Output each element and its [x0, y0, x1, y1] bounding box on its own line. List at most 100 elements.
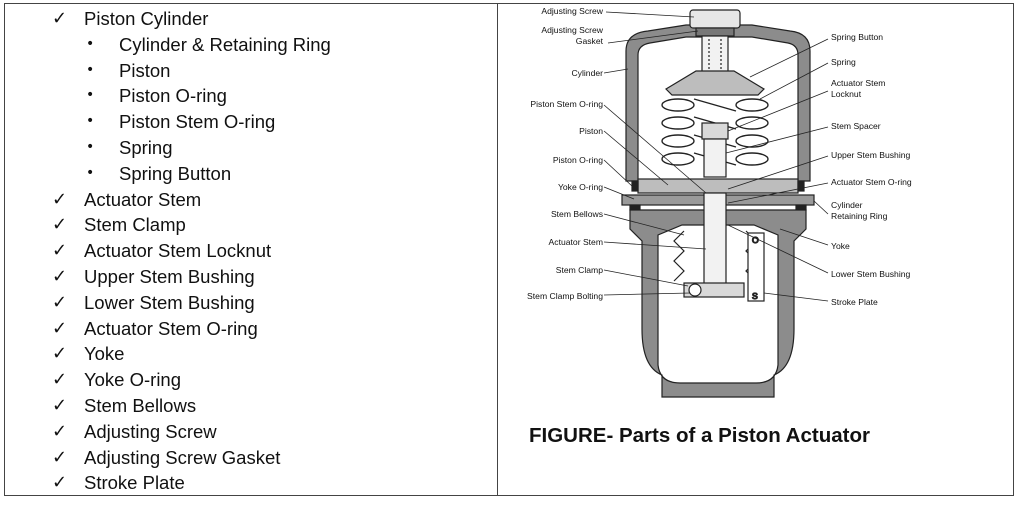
yoke-o-ring-right: [795, 204, 807, 211]
part-label: Actuator Stem: [84, 188, 202, 210]
checklist-item: ✓ Adjusting Screw Gasket: [0, 445, 497, 471]
check-mark-icon: ✓: [52, 240, 68, 262]
check-mark-icon: ✓: [52, 446, 68, 468]
checklist-item: ✓ Adjusting Screw: [0, 419, 497, 445]
column-divider: [497, 3, 498, 496]
bullet-icon: •: [86, 138, 95, 155]
spring-button-shape: [665, 70, 765, 96]
callout-adjusting-screw: Adjusting Screw: [541, 6, 603, 16]
part-label: Spring Button: [119, 162, 232, 184]
part-label: Stem Clamp: [84, 214, 186, 236]
sub-list-item: • Spring Button: [0, 161, 497, 187]
callout-yoke: Yoke: [831, 241, 850, 251]
check-mark-icon: ✓: [52, 265, 68, 287]
check-mark-icon: ✓: [52, 188, 68, 210]
check-mark-icon: ✓: [52, 420, 68, 442]
checklist-item: ✓ Actuator Stem: [0, 187, 497, 213]
part-label: Adjusting Screw: [84, 420, 217, 442]
callout-spring: Spring: [831, 57, 856, 67]
bullet-icon: •: [86, 61, 95, 78]
parts-list: ✓ Piston Cylinder •Cylinder & Retaining Ri…: [0, 6, 497, 496]
callout-stem-bellows: Stem Bellows: [551, 209, 603, 219]
adjusting-screw-body: [701, 35, 729, 75]
checklist-item: ✓ Lower Stem Bushing: [0, 290, 497, 316]
check-mark-icon: ✓: [52, 394, 68, 416]
figure-caption: FIGURE- Parts of a Piston Actuator: [529, 424, 870, 447]
part-label: Upper Stem Bushing: [84, 265, 255, 287]
callout-yoke-o-ring: Yoke O-ring: [558, 182, 603, 192]
callout-stem-clamp: Stem Clamp: [556, 265, 603, 275]
piston-shape: [637, 178, 799, 194]
callout-actuator-stem-o-ring: Actuator Stem O-ring: [831, 177, 912, 187]
table-frame: [4, 3, 1014, 496]
check-mark-icon: ✓: [52, 472, 68, 494]
check-mark-icon: ✓: [52, 8, 68, 29]
part-label: Lower Stem Bushing: [84, 291, 255, 313]
sub-list-item: • Piston: [0, 58, 497, 84]
adjusting-screw-gasket-shape: [695, 27, 735, 37]
callout-actuator-stem: Actuator Stem: [549, 237, 603, 247]
bullet-icon: •: [86, 35, 95, 52]
checklist-item: ✓ Stem Clamp: [0, 212, 497, 238]
check-mark-icon: ✓: [52, 343, 68, 365]
callout-piston: Piston: [579, 126, 603, 136]
actuator-stem-shape: [703, 192, 727, 294]
callout-stroke-plate: Stroke Plate: [831, 297, 878, 307]
check-mark-icon: ✓: [52, 291, 68, 313]
checklist-item: ✓ Yoke: [0, 341, 497, 367]
part-label: Stroke Plate: [84, 472, 185, 494]
checklist-item: ✓ Stroke Plate: [0, 470, 497, 496]
stem-spacer-shape: [703, 138, 727, 178]
callout-upper-stem-bushing: Upper Stem Bushing: [831, 150, 911, 160]
part-label: Piston: [119, 59, 171, 81]
part-label: Piston O-ring: [119, 85, 227, 107]
callout-piston-o-ring: Piston O-ring: [553, 155, 603, 165]
stroke-plate-mark-s: S: [752, 291, 758, 301]
check-mark-icon: ✓: [52, 214, 68, 236]
checklist-item: ✓ Upper Stem Bushing: [0, 264, 497, 290]
stroke-plate-mark-o: O: [752, 235, 759, 245]
piston-o-ring-right: [797, 180, 805, 192]
part-label: Spring: [119, 136, 173, 158]
checklist-item: ✓ Actuator Stem Locknut: [0, 238, 497, 264]
checklist-item: ✓ Yoke O-ring: [0, 367, 497, 393]
part-label: Piston Cylinder: [84, 8, 209, 29]
bullet-icon: •: [86, 87, 95, 104]
callout-stem-spacer: Stem Spacer: [831, 121, 881, 131]
check-mark-icon: ✓: [52, 317, 68, 339]
parts-list-cell: ✓ Piston Cylinder •Cylinder & Retaining Ri…: [0, 0, 497, 496]
leader-lines: [603, 11, 829, 302]
yoke-body: [629, 209, 807, 398]
actuator-stem-locknut-shape: [701, 122, 729, 140]
checklist-item: ✓ Actuator Stem O-ring: [0, 316, 497, 342]
part-label: Actuator Stem Locknut: [84, 240, 272, 262]
sub-list-item: • Spring: [0, 135, 497, 161]
part-label: Yoke O-ring: [84, 369, 182, 391]
part-label: Yoke: [84, 343, 125, 365]
callout-cylinder: Cylinder: [571, 68, 603, 78]
callout-spring-button: Spring Button: [831, 32, 883, 42]
part-label: Actuator Stem O-ring: [84, 317, 258, 339]
checklist-item: ✓ Stem Bellows: [0, 393, 497, 419]
bullet-icon: •: [86, 164, 95, 181]
actuator-drawing: O S: [621, 9, 815, 398]
adjusting-screw-head: [689, 9, 741, 29]
sub-list-item: •Piston Stem O-ring: [0, 109, 497, 135]
bullet-icon: •: [86, 113, 95, 130]
stem-clamp-bolt: [688, 283, 702, 297]
sub-list-item: •Cylinder & Retaining Ring: [0, 32, 497, 58]
checklist-item: ✓ Piston Cylinder: [0, 6, 497, 32]
part-label: Adjusting Screw Gasket: [84, 446, 281, 468]
yoke-o-ring-left: [629, 204, 641, 211]
part-label: Stem Bellows: [84, 394, 197, 416]
callout-lower-stem-bushing: Lower Stem Bushing: [831, 269, 911, 279]
stroke-plate-shape: [747, 232, 765, 302]
check-mark-icon: ✓: [52, 369, 68, 391]
sub-list-item: • Piston O-ring: [0, 83, 497, 109]
